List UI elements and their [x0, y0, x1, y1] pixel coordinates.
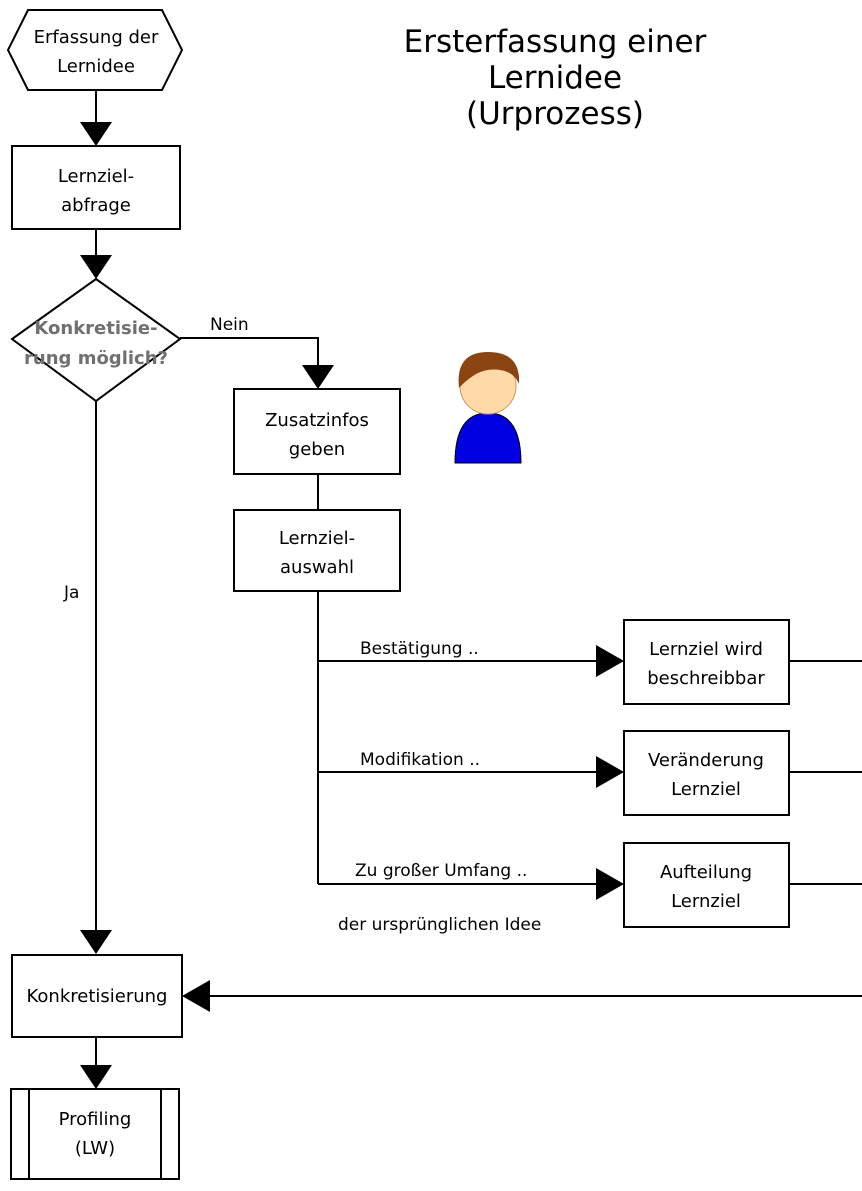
connectors [95, 90, 862, 1065]
beschreibbar-label-2: beschreibbar [647, 668, 765, 689]
veraenderung-label-2: Lernziel [671, 779, 741, 800]
arrowhead-right [596, 868, 624, 900]
veraenderung-node: Veränderung Lernziel [623, 730, 790, 816]
edge-label-umfang: Zu großer Umfang .. [355, 861, 527, 881]
profiling-label-2: (LW) [75, 1138, 115, 1159]
lernzielauswahl-label-1: Lernziel- [279, 528, 355, 549]
aufteilung-label-1: Aufteilung [660, 862, 752, 883]
zusatzinfos-node: Zusatzinfos geben [233, 388, 401, 475]
profiling-node: Profiling (LW) [10, 1088, 180, 1180]
veraenderung-label-1: Veränderung [648, 750, 764, 771]
arrowhead-down [80, 255, 112, 279]
decision-node: Konkretisie- rung möglich? [10, 277, 182, 403]
start-node: Erfassung der Lernidee [6, 9, 184, 91]
konkretisierung-node: Konkretisierung [11, 954, 183, 1038]
beschreibbar-node: Lernziel wird beschreibbar [623, 619, 790, 705]
profiling-label-1: Profiling [59, 1109, 132, 1130]
edge-labels: Nein Ja Bestätigung .. Modifikation .. Z… [63, 315, 541, 935]
title-line-3: (Urprozess) [466, 96, 644, 132]
arrowhead-left [182, 980, 210, 1012]
lernzielabfrage-label-2: abfrage [61, 195, 131, 216]
arrowhead-down [80, 1065, 112, 1089]
start-label-1: Erfassung der [34, 27, 159, 48]
arrowhead-down [302, 365, 334, 389]
arrowhead-right [596, 756, 624, 788]
decision-label-1: Konkretisie- [34, 318, 157, 339]
lernzielauswahl-label-2: auswahl [280, 557, 354, 578]
lernzielabfrage-node: Lernziel- abfrage [11, 145, 181, 230]
title-line-2: Lernidee [488, 60, 622, 96]
title-line-1: Ersterfassung einer [404, 24, 707, 60]
aufteilung-label-2: Lernziel [671, 891, 741, 912]
person-icon [454, 352, 522, 464]
edge-nein [180, 337, 319, 365]
edge-label-bestaetigung: Bestätigung .. [360, 639, 479, 659]
arrowhead-down [80, 122, 112, 146]
lernzielauswahl-node: Lernziel- auswahl [233, 509, 401, 592]
aufteilung-node: Aufteilung Lernziel [623, 842, 790, 928]
decision-label-2: rung möglich? [24, 348, 168, 369]
zusatzinfos-label-1: Zusatzinfos [265, 410, 369, 431]
edge-label-nein: Nein [210, 315, 249, 335]
zusatzinfos-label-2: geben [289, 439, 345, 460]
arrowheads [80, 122, 624, 1089]
konkretisierung-label: Konkretisierung [27, 986, 168, 1007]
diagram-title: Ersterfassung einer Lernidee (Urprozess) [404, 24, 707, 132]
beschreibbar-label-1: Lernziel wird [649, 639, 763, 660]
edge-label-umfang-note: der ursprünglichen Idee [338, 915, 541, 935]
edge-label-ja: Ja [63, 583, 79, 603]
lernzielabfrage-label-1: Lernziel- [58, 166, 134, 187]
start-label-2: Lernidee [57, 56, 135, 77]
arrowhead-down [80, 930, 112, 954]
arrowhead-right [596, 645, 624, 677]
edge-label-modifikation: Modifikation .. [360, 750, 480, 770]
